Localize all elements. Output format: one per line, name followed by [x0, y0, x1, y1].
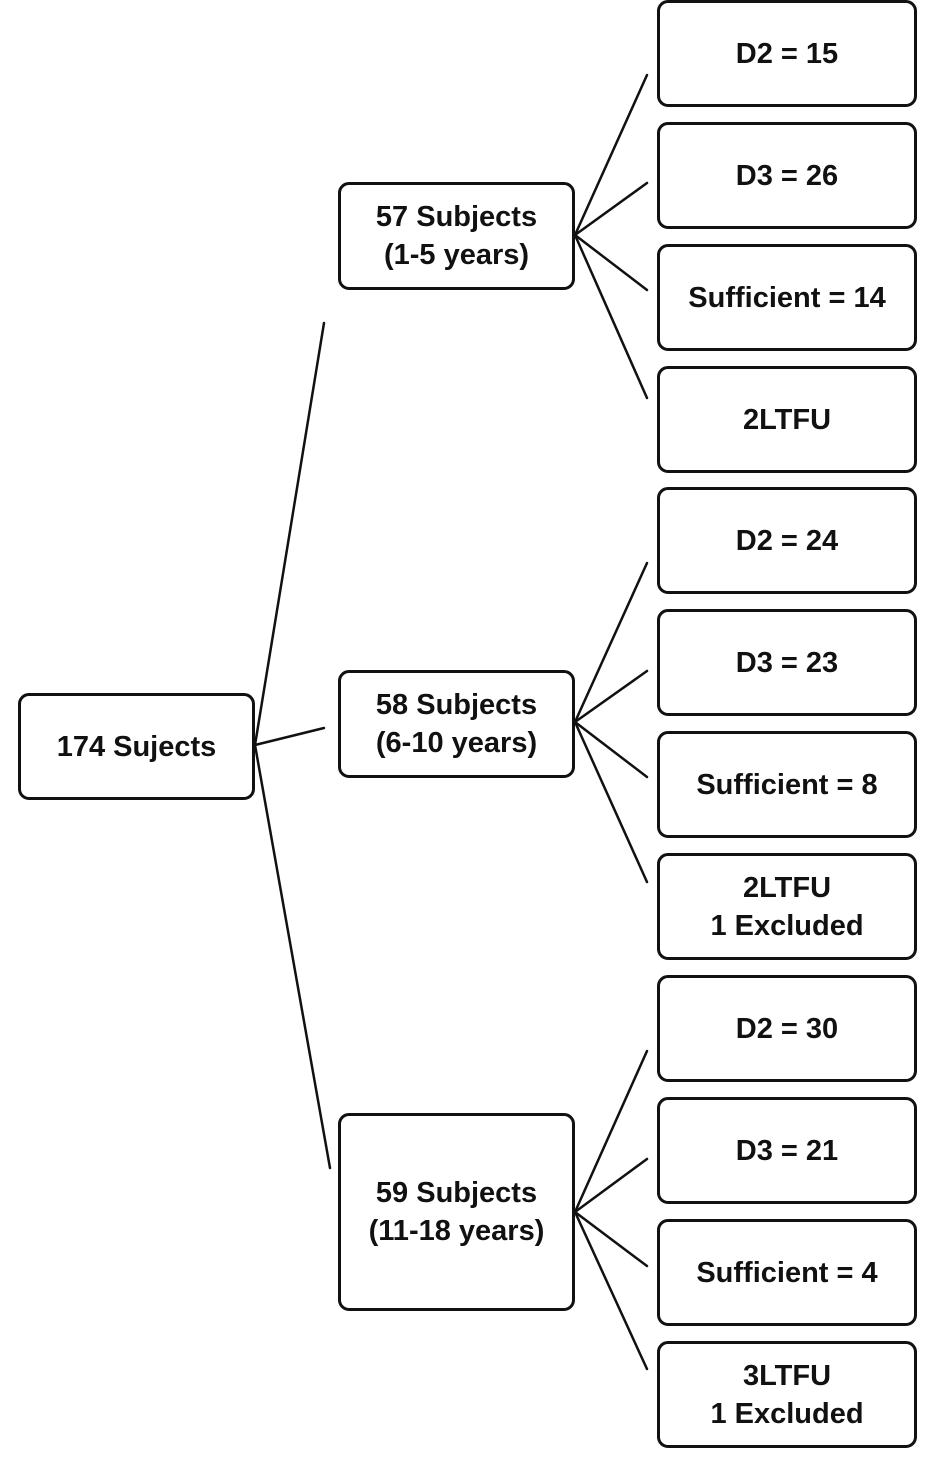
outcome-box-sufficient: Sufficient = 14 — [657, 244, 917, 351]
connector-line — [573, 233, 649, 292]
outcome-label-line-1: D2 = 15 — [735, 37, 839, 70]
outcome-label-line-1: D2 = 30 — [735, 1012, 839, 1045]
outcome-box-ltfu: 2LTFU — [657, 366, 917, 473]
connector-line — [573, 181, 649, 237]
group-label-line-2: (1-5 years) — [383, 239, 530, 271]
group-label-line-1: 58 Subjects — [375, 689, 538, 721]
outcome-box-d2: D2 = 15 — [657, 0, 917, 107]
outcome-box-d2: D2 = 24 — [657, 487, 917, 594]
outcome-label-line-1: 3LTFU — [742, 1359, 832, 1392]
connector-line — [573, 720, 649, 779]
connector-line — [573, 1210, 649, 1371]
outcome-box-ltfu-excluded: 3LTFU 1 Excluded — [657, 1341, 917, 1448]
connector-line — [573, 1157, 649, 1214]
outcome-box-d3: D3 = 26 — [657, 122, 917, 229]
group-label-line-2: (6-10 years) — [375, 727, 538, 759]
connector-line — [253, 726, 326, 747]
connector-line — [573, 233, 649, 400]
outcome-box-sufficient: Sufficient = 8 — [657, 731, 917, 838]
group-label-line-2: (11-18 years) — [368, 1215, 545, 1247]
connector-line — [573, 720, 649, 884]
outcome-label-line-2: 1 Excluded — [710, 909, 864, 942]
group-box-1-5-years: 57 Subjects (1-5 years) — [338, 182, 575, 290]
connector-line — [573, 1049, 649, 1214]
group-box-6-10-years: 58 Subjects (6-10 years) — [338, 670, 575, 778]
connector-line — [253, 321, 326, 747]
outcome-label-line-1: 2LTFU — [742, 403, 832, 436]
outcome-label-line-1: Sufficient = 8 — [696, 768, 878, 801]
outcome-label-line-1: Sufficient = 14 — [688, 281, 886, 314]
outcome-box-d3: D3 = 21 — [657, 1097, 917, 1204]
connector-line — [253, 743, 332, 1170]
outcome-label-line-1: D2 = 24 — [735, 524, 839, 557]
connector-line — [573, 561, 649, 724]
outcome-box-d3: D3 = 23 — [657, 609, 917, 716]
group-box-11-18-years: 59 Subjects (11-18 years) — [338, 1113, 575, 1311]
group-label-line-1: 57 Subjects — [375, 201, 538, 233]
outcome-label-line-2: 1 Excluded — [710, 1397, 864, 1430]
connector-line — [573, 1210, 649, 1268]
outcome-label-line-1: D3 = 21 — [735, 1134, 839, 1167]
outcome-box-d2: D2 = 30 — [657, 975, 917, 1082]
outcome-box-ltfu-excluded: 2LTFU 1 Excluded — [657, 853, 917, 960]
connector-line — [573, 73, 649, 237]
outcome-label-line-1: Sufficient = 4 — [696, 1256, 878, 1289]
outcome-label-line-1: 2LTFU — [742, 871, 832, 904]
connector-line — [573, 669, 649, 724]
outcome-box-sufficient: Sufficient = 4 — [657, 1219, 917, 1326]
outcome-label-line-1: D3 = 23 — [735, 646, 839, 679]
root-box: 174 Sujects — [18, 693, 255, 800]
outcome-label-line-1: D3 = 26 — [735, 159, 839, 192]
group-label-line-1: 59 Subjects — [375, 1177, 538, 1209]
root-label-line-1: 174 Sujects — [56, 730, 217, 763]
